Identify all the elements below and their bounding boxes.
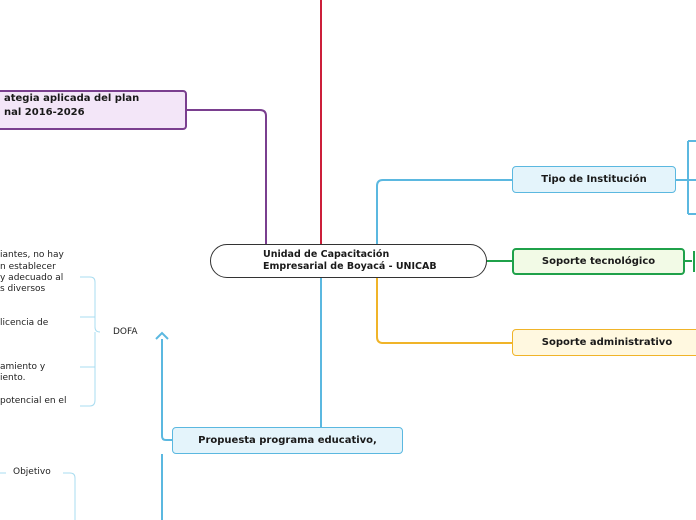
tipo-institucion-label: Tipo de Institución bbox=[541, 174, 647, 185]
propuesta-left-line bbox=[161, 339, 172, 441]
strategy-line1: ategia aplicada del plan bbox=[4, 93, 140, 104]
text-fragment-3: y adecuado al bbox=[0, 273, 64, 283]
dofa-label[interactable]: DOFA bbox=[113, 327, 138, 337]
text-fragment-5: licencia de bbox=[0, 318, 49, 328]
orange-branch-line bbox=[376, 278, 512, 344]
soporte-administrativo-node[interactable]: Soporte administrativo bbox=[512, 329, 696, 356]
soporte-tecnologico-label: Soporte tecnológico bbox=[541, 256, 656, 267]
central-title-line2: Empresarial de Boyacá - UNICAB bbox=[263, 261, 437, 272]
objetivo-label[interactable]: Objetivo bbox=[13, 467, 51, 477]
text-fragment-1: iantes, no hay bbox=[0, 250, 64, 260]
text-fragment-4: s diversos bbox=[0, 284, 46, 294]
tipo-institucion-node[interactable]: Tipo de Institución bbox=[512, 166, 676, 193]
tipo-children-bracket bbox=[676, 140, 696, 215]
blue-branch-tipo-line bbox=[376, 179, 512, 244]
purple-branch-line bbox=[187, 109, 267, 244]
dofa-bracket bbox=[80, 276, 101, 407]
central-title-line1: Unidad de Capacitación bbox=[263, 249, 390, 260]
propuesta-arrow bbox=[155, 331, 169, 340]
text-fragment-7: iento. bbox=[0, 373, 26, 383]
propuesta-programa-label: Propuesta programa educativo, bbox=[198, 435, 377, 446]
strategy-node[interactable]: ategia aplicada del plan nal 2016-2026 bbox=[0, 90, 187, 130]
soporte-administrativo-label: Soporte administrativo bbox=[541, 337, 673, 348]
text-fragment-8: potencial en el bbox=[0, 396, 67, 406]
central-node-unicab[interactable]: Unidad de Capacitación Empresarial de Bo… bbox=[210, 244, 487, 278]
green-children-bracket bbox=[685, 251, 695, 272]
soporte-tecnologico-node[interactable]: Soporte tecnológico bbox=[512, 248, 685, 275]
propuesta-programa-node[interactable]: Propuesta programa educativo, bbox=[172, 427, 403, 454]
strategy-line2: nal 2016-2026 bbox=[4, 107, 85, 118]
text-fragment-6: amiento y bbox=[0, 362, 46, 372]
objetivo-bracket bbox=[63, 472, 76, 520]
text-fragment-2: n establecer bbox=[0, 262, 56, 272]
